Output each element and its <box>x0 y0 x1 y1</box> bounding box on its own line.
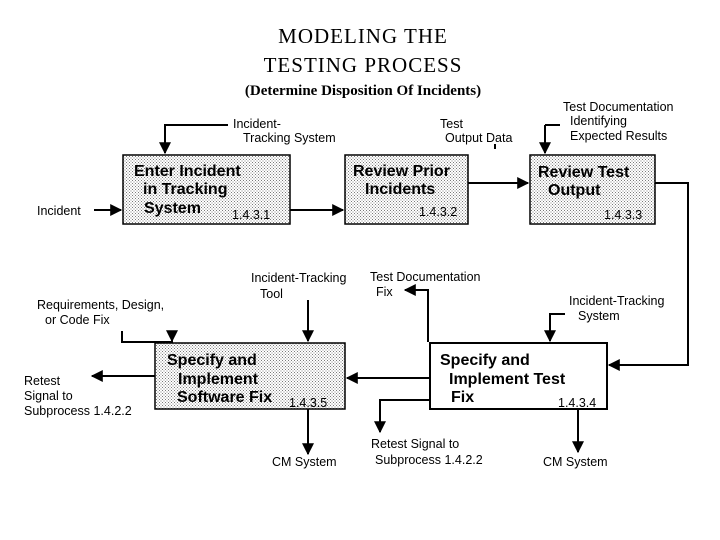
label-requirements-1: Requirements, Design, <box>37 298 164 312</box>
box-review-prior-label-1: Review Prior <box>353 163 450 180</box>
box-enter-label-2: in Tracking <box>143 181 227 198</box>
label-retest-center-1: Retest Signal to <box>371 437 459 451</box>
box-specify-test-label-1: Specify and <box>440 352 530 369</box>
box-review-test-label-2: Output <box>548 182 601 199</box>
label-incident: Incident <box>37 204 81 218</box>
title-line-1: MODELING THE <box>278 24 448 48</box>
box-specify-test-label-3: Fix <box>451 389 474 406</box>
box-specify-test-fix <box>429 342 608 410</box>
label-retest-left-3: Subprocess 1.4.2.2 <box>24 404 132 418</box>
subtitle: (Determine Disposition Of Incidents) <box>245 83 481 99</box>
title-line-2: TESTING PROCESS <box>264 53 463 77</box>
box-specify-software-label-2: Implement <box>178 371 259 388</box>
box-review-prior-incidents <box>344 154 469 225</box>
box-enter-label-3: System <box>144 200 201 217</box>
box-specify-test-label-2: Implement Test <box>449 371 566 388</box>
label-requirements-2: or Code Fix <box>45 313 110 327</box>
label-retest-left-2: Signal to <box>24 389 73 403</box>
box-specify-test-number: 1.4.3.4 <box>558 396 596 410</box>
label-tracking-tool-2: Tool <box>260 287 283 301</box>
box-specify-software-number: 1.4.3.5 <box>289 396 327 410</box>
box-review-test-number: 1.4.3.3 <box>604 208 642 222</box>
label-test-doc-fix-1: Test Documentation <box>370 270 481 284</box>
label-tracking-system-top-2: Tracking System <box>243 131 336 145</box>
box-specify-software-label-3: Software Fix <box>177 389 272 406</box>
label-retest-left-1: Retest <box>24 374 61 388</box>
arrow-specify-test-to-doc-fix <box>403 284 429 342</box>
box-review-test-output <box>529 154 656 225</box>
label-test-doc-expected-3: Expected Results <box>570 129 667 143</box>
arrow-review-test-to-specify-test <box>607 182 689 371</box>
box-review-prior-label-2: Incidents <box>365 181 435 198</box>
line-requirements-to-software <box>121 331 173 343</box>
box-enter-number: 1.4.3.1 <box>232 208 270 222</box>
label-tracking-system-top-1: Incident- <box>233 117 281 131</box>
label-test-output-data-2: Output Data <box>445 131 512 145</box>
arrow-tracking-system-to-enter <box>159 124 228 155</box>
label-test-doc-fix-2: Fix <box>376 285 393 299</box>
label-cm-system-left: CM System <box>272 455 337 469</box>
label-tracking-system-right-2: System <box>578 309 620 323</box>
box-review-prior-number: 1.4.3.2 <box>419 205 457 219</box>
box-enter-label-1: Enter Incident <box>134 163 241 180</box>
label-test-doc-expected-1: Test Documentation <box>563 100 674 114</box>
box-specify-software-label-1: Specify and <box>167 352 257 369</box>
label-tracking-tool-1: Incident-Tracking <box>251 271 346 285</box>
box-enter-incident <box>122 154 291 225</box>
label-test-output-data-1: Test <box>440 117 463 131</box>
label-tracking-system-right-1: Incident-Tracking <box>569 294 664 308</box>
label-retest-center-2: Subprocess 1.4.2.2 <box>375 453 483 467</box>
box-specify-software-fix <box>154 342 346 410</box>
label-cm-system-right: CM System <box>543 455 608 469</box>
arrow-specify-test-to-retest-center <box>374 399 430 434</box>
arrow-tracking-system-right-to-specify-test <box>544 313 565 343</box>
box-review-test-label-1: Review Test <box>538 164 630 181</box>
label-test-doc-expected-2: Identifying <box>570 114 627 128</box>
